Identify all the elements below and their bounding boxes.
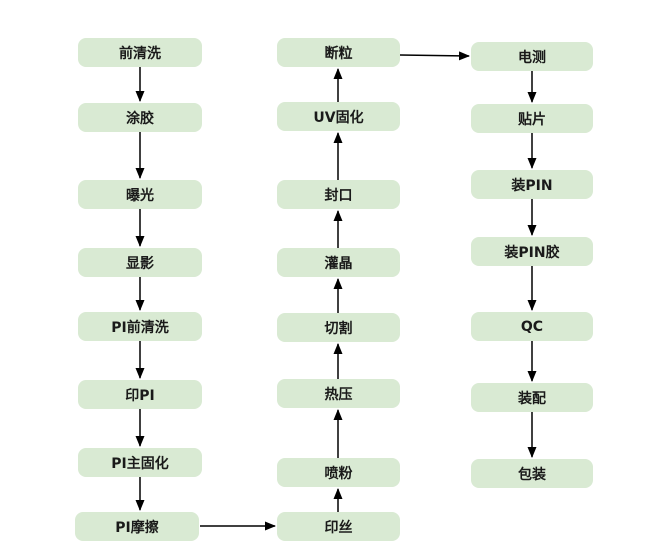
flow-node-pin-mount: 装PIN bbox=[471, 170, 593, 199]
flow-node-development: 显影 bbox=[78, 248, 202, 277]
flow-node-silk-print: 印丝 bbox=[277, 512, 400, 541]
flow-node-cutting: 切割 bbox=[277, 313, 400, 342]
flow-node-qc: QC bbox=[471, 312, 593, 341]
flow-node-pre-clean: 前清洗 bbox=[78, 38, 202, 67]
flow-node-uv-curing: UV固化 bbox=[277, 102, 400, 131]
flow-node-hot-press: 热压 bbox=[277, 379, 400, 408]
flow-node-pin-glue: 装PIN胶 bbox=[471, 237, 593, 266]
flow-node-coating: 涂胶 bbox=[78, 103, 202, 132]
flow-node-pi-rubbing: PI摩擦 bbox=[75, 512, 199, 541]
flow-node-pi-main-cure: PI主固化 bbox=[78, 448, 202, 477]
flow-arrow bbox=[399, 51, 470, 61]
flow-node-pi-pre-clean: PI前清洗 bbox=[78, 312, 202, 341]
flow-node-sealing: 封口 bbox=[277, 180, 400, 209]
flow-node-crystal-filling: 灌晶 bbox=[277, 248, 400, 277]
flow-node-packaging: 包装 bbox=[471, 459, 593, 488]
flow-node-exposure: 曝光 bbox=[78, 180, 202, 209]
flow-node-electrical-test: 电测 bbox=[471, 42, 593, 71]
flow-node-chip-attach: 贴片 bbox=[471, 104, 593, 133]
flow-node-assembly: 装配 bbox=[471, 383, 593, 412]
flow-node-pi-print: 印PI bbox=[78, 380, 202, 409]
flow-node-particle-break: 断粒 bbox=[277, 38, 400, 67]
flow-node-powder-spray: 喷粉 bbox=[277, 458, 400, 487]
